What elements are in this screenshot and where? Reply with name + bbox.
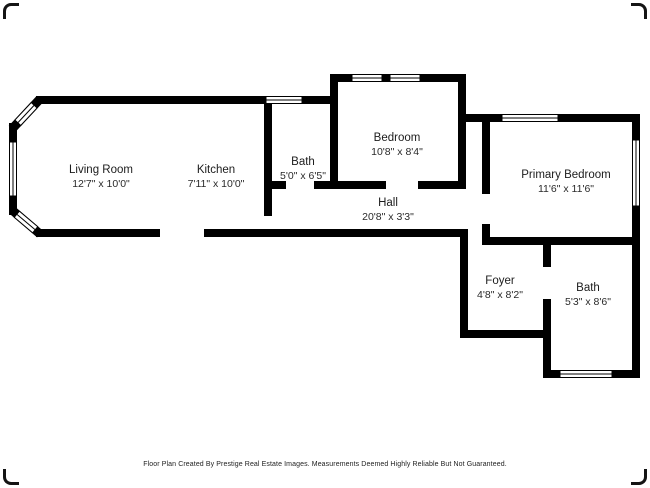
frame-corner-bottom-right [631, 469, 647, 485]
windows-layer [9, 74, 640, 378]
room-dimensions: 10'8" x 8'4" [371, 146, 423, 158]
room-label-bath: Bath 5'0" x 6'5" [280, 155, 326, 183]
room-dimensions: 5'3" x 8'6" [565, 296, 611, 308]
room-label-living-room: Living Room 12'7" x 10'0" [69, 163, 133, 191]
frame-corner-top-right [631, 3, 647, 19]
window-icon [13, 210, 39, 234]
room-name: Living Room [69, 164, 133, 176]
room-name: Bedroom [373, 132, 421, 144]
room-dimensions: 11'6" x 11'6" [537, 183, 595, 195]
window-icon [501, 114, 559, 122]
room-dimensions: 7'11" x 10'0" [187, 178, 245, 190]
room-dimensions: 20'8" x 3'3" [362, 211, 414, 223]
window-icon [9, 141, 17, 197]
frame-corner-top-left [3, 3, 19, 19]
room-label-kitchen: Kitchen 7'11" x 10'0" [188, 163, 245, 191]
window-icon [351, 74, 383, 82]
room-label-bedroom: Bedroom 10'8" x 8'4" [371, 131, 423, 159]
room-name: Bath [576, 282, 600, 294]
room-label-foyer: Foyer 4'8" x 8'2" [477, 274, 523, 302]
room-label-hall: Hall 20'8" x 3'3" [362, 196, 414, 224]
window-icon [559, 370, 613, 378]
room-name: Bath [291, 156, 315, 168]
room-name: Hall [378, 197, 398, 209]
window-icon [632, 139, 640, 207]
window-icon [14, 101, 38, 127]
room-name: Kitchen [196, 164, 236, 176]
room-name: Foyer [485, 275, 515, 287]
frame-corner-bottom-left [3, 469, 19, 485]
room-label-bath-2: Bath 5'3" x 8'6" [565, 281, 611, 309]
room-label-primary-bedroom: Primary Bedroom 11'6" x 11'6" [521, 168, 610, 196]
room-name: Primary Bedroom [521, 169, 611, 181]
window-icon [389, 74, 421, 82]
room-dimensions: 5'0" x 6'5" [280, 170, 326, 182]
window-icon [265, 96, 303, 104]
room-dimensions: 4'8" x 8'2" [477, 289, 523, 301]
room-dimensions: 12'7" x 10'0" [72, 178, 130, 190]
disclaimer-text: Floor Plan Created By Prestige Real Esta… [143, 461, 507, 468]
